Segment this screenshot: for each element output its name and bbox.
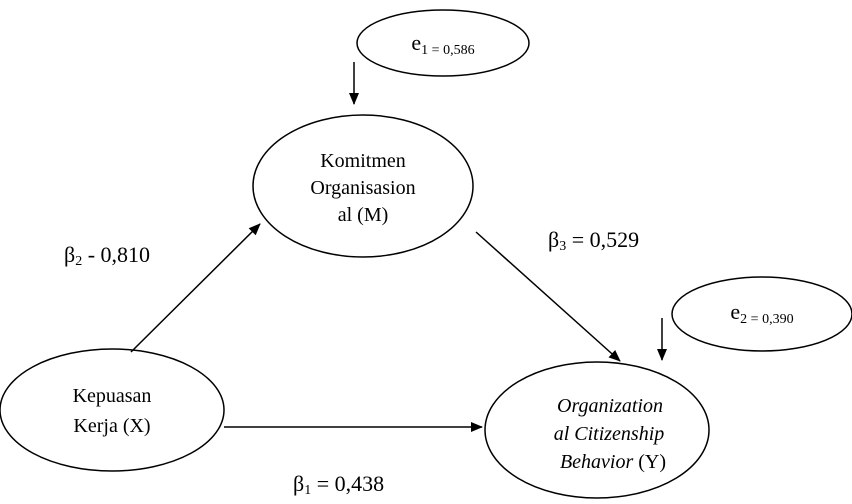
e1-value: 1 = 0,586 — [421, 43, 474, 58]
y-label: (Y) — [638, 451, 666, 473]
e1-symbol: e — [411, 30, 421, 55]
node-komitmen-organisasional: Komitmen Organisasion al (M) — [252, 114, 474, 258]
e2-value: 2 = 0,390 — [740, 312, 793, 327]
svg-text:e1 = 0,586: e1 = 0,586 — [411, 30, 474, 58]
error-term-e2: e2 = 0,390 — [671, 276, 852, 352]
path-coefficient-b2: β2 - 0,810 — [64, 242, 150, 269]
m-line-2: Organisasion — [310, 177, 415, 199]
e2-symbol: e — [730, 299, 740, 324]
node-organizational-citizenship-behavior: Organization al Citizenship Behavior (Y) — [484, 361, 710, 499]
arrow-m-to-y — [475, 231, 621, 362]
y-line-3: Behavior — [560, 451, 634, 473]
y-line-2: al Citizenship — [554, 423, 665, 445]
path-coefficient-b3: β3 = 0,529 — [548, 227, 639, 254]
svg-text:e2 = 0,390: e2 = 0,390 — [730, 299, 793, 327]
path-coefficient-b1: β1 = 0,438 — [293, 471, 384, 498]
error-term-e1: e1 = 0,586 — [356, 9, 530, 77]
node-kepuasan-kerja: Kepuasan Kerja (X) — [0, 348, 225, 472]
x-line-2: Kerja (X) — [73, 415, 150, 437]
y-line-1: Organization — [557, 395, 663, 417]
x-line-1: Kepuasan — [73, 385, 152, 407]
m-line-1: Komitmen — [320, 150, 406, 172]
arrow-x-to-m — [130, 223, 261, 353]
svg-text:Behavior (Y): Behavior (Y) — [560, 451, 666, 473]
m-line-3: al (M) — [338, 204, 389, 226]
